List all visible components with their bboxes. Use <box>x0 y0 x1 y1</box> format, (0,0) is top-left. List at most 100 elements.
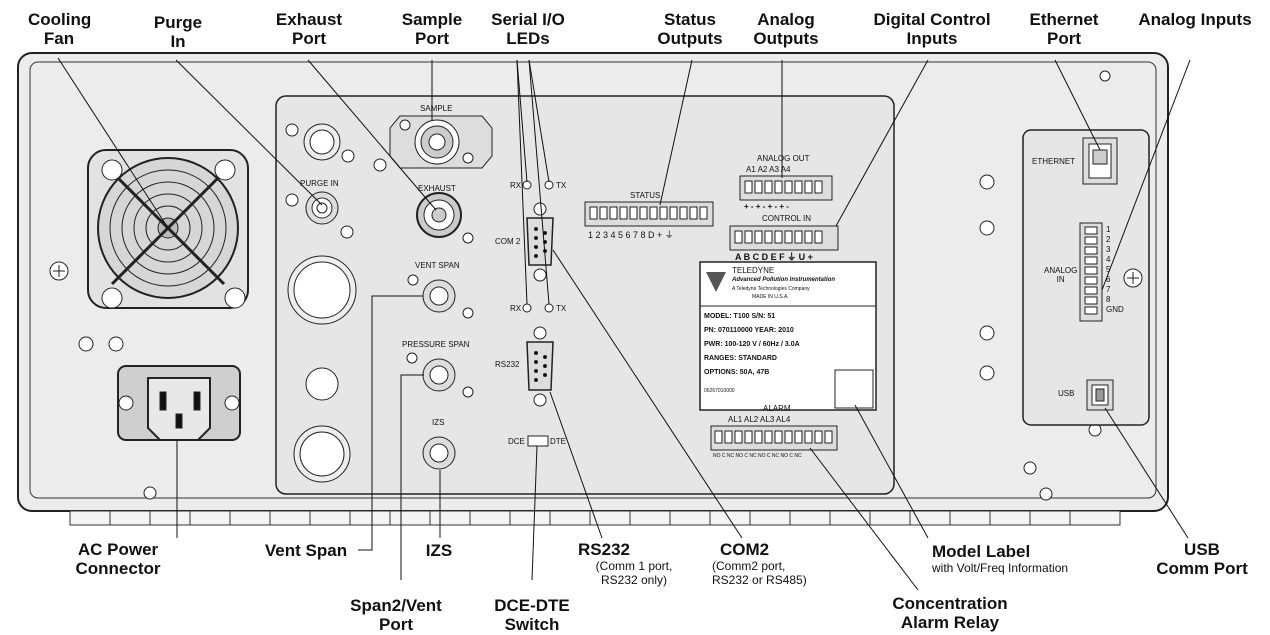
analog-in-pin-4: 4 <box>1106 255 1111 264</box>
model-label <box>699 261 877 411</box>
callout-purge-in-line1: Purge <box>153 13 203 32</box>
callout-rs232-sub2: RS232 only) <box>600 573 668 587</box>
panel-label-usb: USB <box>1058 389 1075 398</box>
panel-label-dte: DTE <box>550 437 566 446</box>
panel-label-analog-in: ANALOG IN <box>1044 266 1077 284</box>
panel-label-ethernet: ETHERNET <box>1032 157 1076 166</box>
status-terminal-block <box>584 201 714 227</box>
alarm-terminal-block <box>710 425 838 451</box>
callout-model-label: Model Label with Volt/Freq Information <box>932 542 1122 575</box>
callout-concentration-alarm-relay: Concentration Alarm Relay <box>880 594 1020 632</box>
callout-com2-sub2: RS232 or RS485) <box>712 573 807 587</box>
usb-port <box>1086 379 1114 411</box>
callout-sample-port: Sample Port <box>397 10 467 48</box>
callout-status-outputs-line1: Status <box>664 10 716 29</box>
callout-span2-vent-line1: Span2/Vent <box>350 596 442 615</box>
model-label-code: 06267010000 <box>704 388 735 394</box>
callout-usb-comm-port: USB Comm Port <box>1150 540 1254 578</box>
callout-cooling-fan-line2: Fan <box>43 29 75 48</box>
model-label-options: OPTIONS: 50A, 47B <box>704 369 770 376</box>
panel-label-izs: IZS <box>432 418 445 427</box>
callout-status-outputs-line2: Outputs <box>657 29 723 48</box>
panel-label-rx-top: RX <box>510 181 522 190</box>
panel-label-status: STATUS <box>630 191 661 200</box>
callout-analog-outputs-line2: Outputs <box>753 29 819 48</box>
sample-port <box>389 115 493 169</box>
callout-com2-sub1: (Comm2 port, <box>712 559 786 573</box>
model-label-brand-line3: A Teledyne Technologies Company <box>732 286 810 292</box>
panel-label-tx-bottom: TX <box>556 304 567 313</box>
model-label-ranges: RANGES: STANDARD <box>704 355 777 362</box>
panel-label-purge-in: PURGE IN <box>300 179 339 188</box>
right-screw <box>1123 268 1143 288</box>
ethernet-jack <box>1082 137 1118 185</box>
callout-izs: IZS <box>414 541 464 560</box>
analog-in-pin-2: 2 <box>1106 235 1111 244</box>
analog-in-pin-5: 5 <box>1106 265 1111 274</box>
callout-serial-io-leds-line1: Serial I/O <box>491 10 565 29</box>
callout-rs232-title: RS232 <box>578 540 630 559</box>
analog-in-pin-gnd: GND <box>1106 305 1124 314</box>
analog-in-pin-8: 8 <box>1106 295 1111 304</box>
model-label-brand: TELEDYNE <box>732 266 775 275</box>
callout-ac-power-connector: AC Power Connector <box>70 540 166 578</box>
panel-label-vent-span: VENT SPAN <box>415 261 460 270</box>
callout-purge-in-line2: In <box>170 32 186 51</box>
callout-sample-port-line1: Sample <box>401 10 463 29</box>
panel-label-analog-in-line1: ANALOG <box>1044 266 1078 275</box>
callout-span2-vent-port: Span2/Vent Port <box>348 596 444 634</box>
callout-serial-io-leds: Serial I/O LEDs <box>485 10 571 48</box>
callout-ethernet-port-line2: Port <box>1047 29 1081 48</box>
callout-ethernet-port-line1: Ethernet <box>1029 10 1099 29</box>
panel-label-analog-out: ANALOG OUT <box>757 154 810 163</box>
callout-status-outputs: Status Outputs <box>652 10 728 48</box>
analog-in-pin-3: 3 <box>1106 245 1111 254</box>
rs232-connector <box>526 326 554 407</box>
panel-label-alarm-pins: NO C NC NO C NC NO C NC NO C NC <box>713 453 802 459</box>
callout-usb-line1: USB <box>1184 540 1220 559</box>
panel-label-analog-out-channels: A1 A2 A3 A4 <box>746 165 791 174</box>
com2-connector <box>526 202 554 282</box>
callout-digital-control-inputs-line1: Digital Control <box>873 10 991 29</box>
analog-in-pin-6: 6 <box>1106 275 1111 284</box>
callout-sample-port-line2: Port <box>415 29 449 48</box>
callout-model-label-title: Model Label <box>932 542 1031 561</box>
callout-exhaust-port-line2: Port <box>292 29 326 48</box>
panel-label-rx-bottom: RX <box>510 304 522 313</box>
panel-label-control-in: CONTROL IN <box>762 214 812 223</box>
izs-port <box>422 436 456 470</box>
analog-out-terminal-block <box>739 175 833 201</box>
port-fittings <box>285 123 387 483</box>
callout-rs232-sub1: (Comm 1 port, <box>595 559 673 573</box>
panel-label-exhaust: EXHAUST <box>418 184 456 193</box>
callout-cooling-fan: Cooling Fan <box>28 10 91 48</box>
panel-label-control-pins: A B C D E F ⏚ U + <box>735 252 813 262</box>
callout-izs-line1: IZS <box>425 541 453 560</box>
vent-span-port <box>407 274 474 319</box>
panel-label-tx-top: TX <box>556 181 567 190</box>
callout-com2: COM2 (Comm2 port, RS232 or RS485) <box>712 540 836 587</box>
analog-in-pin-1: 1 <box>1106 225 1111 234</box>
analog-in-pin-7: 7 <box>1106 285 1111 294</box>
model-label-model: MODEL: T100 S/N: 51 <box>704 313 776 320</box>
panel-label-pressure-span: PRESSURE SPAN <box>402 340 470 349</box>
callout-serial-io-leds-line2: LEDs <box>506 29 550 48</box>
panel-label-analog-out-polarity: + - + - + - + - <box>744 202 789 211</box>
callout-rs232: RS232 (Comm 1 port, RS232 only) <box>578 540 690 587</box>
panel-analog-in-pins: 1 2 3 4 5 6 7 8 GND <box>1106 225 1124 315</box>
ac-power-connector <box>117 365 241 441</box>
callout-usb-line2: Comm Port <box>1156 559 1248 578</box>
callout-span2-vent-line2: Port <box>379 615 413 634</box>
exhaust-port <box>416 192 474 244</box>
callout-vent-span: Vent Span <box>258 541 354 560</box>
analog-in-terminal-block <box>1079 222 1103 322</box>
model-label-brand-line2: Advanced Pollution Instrumentation <box>732 277 836 283</box>
panel-label-dce: DCE <box>508 437 525 446</box>
callout-model-label-sub: with Volt/Freq Information <box>932 561 1069 575</box>
callout-concentration-line1: Concentration <box>892 594 1008 613</box>
panel-label-analog-in-line2: IN <box>1056 275 1065 284</box>
panel-label-alarm: ALARM <box>763 404 791 413</box>
callout-concentration-line2: Alarm Relay <box>900 613 1000 632</box>
callout-analog-inputs-line1: Analog Inputs <box>1138 10 1252 29</box>
